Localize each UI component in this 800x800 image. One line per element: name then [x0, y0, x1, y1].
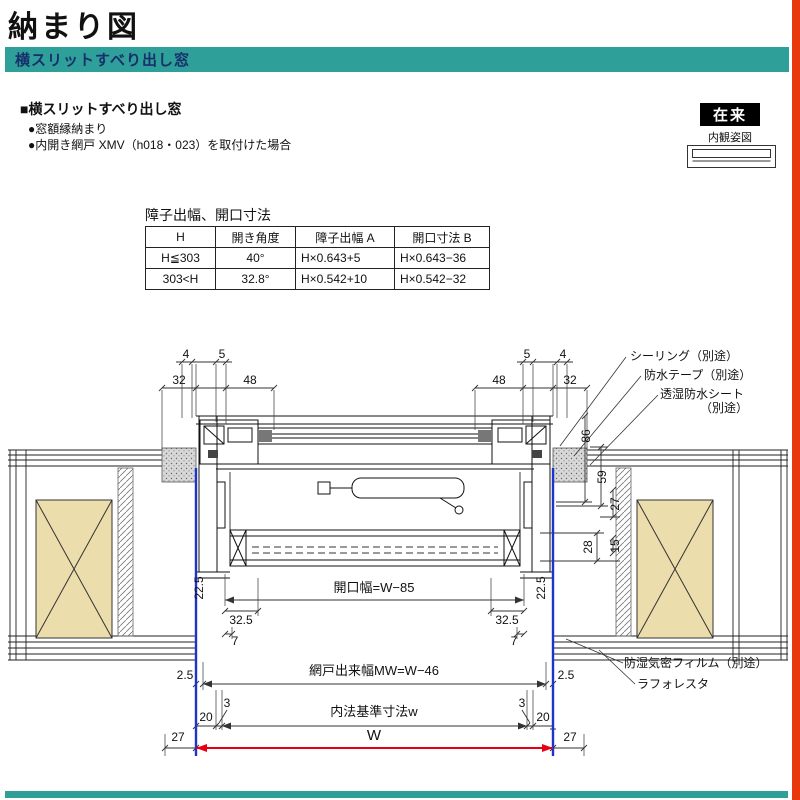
- callout-sealing: シーリング（別途）: [630, 348, 738, 363]
- dim-48-right: 48: [492, 373, 506, 387]
- callout-laforesta: ラフォレスタ: [637, 677, 709, 691]
- interior-board-right: [615, 467, 632, 637]
- col-header-sash-width: 障子出幅 A: [295, 226, 395, 248]
- dim-28: 28: [581, 540, 595, 554]
- dim-4-right: 4: [560, 347, 567, 361]
- dim-32-left: 32: [172, 373, 186, 387]
- dim-48-left: 48: [243, 373, 257, 387]
- jamb-right: [531, 415, 551, 573]
- dim-32-5-left: 32.5: [229, 613, 253, 627]
- col-header-h: H: [145, 226, 216, 248]
- col-header-opening: 開口寸法 B: [394, 226, 490, 248]
- dim-20-right: 20: [536, 710, 550, 724]
- frame-gaskets: [208, 430, 542, 458]
- screen-mesh-centerline: [252, 546, 498, 554]
- callout-leaders: [559, 356, 659, 685]
- dim-22-5-left: 22.5: [192, 576, 206, 600]
- interior-view-caption: 内観姿図: [708, 132, 752, 144]
- dim-2-5-right: 2.5: [558, 668, 575, 682]
- cell-sash-formula-1: H×0.643+5: [295, 247, 395, 269]
- callout-waterproof-tape: 防水テープ（別途）: [644, 367, 751, 382]
- dim-59: 59: [595, 470, 609, 484]
- section-heading: ■横スリットすべり出し窓: [20, 101, 182, 117]
- bullet-frame-note: ●窓額縁納まり: [28, 122, 108, 136]
- dim-32-right: 32: [563, 373, 577, 387]
- opening-width-label: 開口幅=W−85: [334, 580, 415, 595]
- dim-22-5-right: 22.5: [534, 576, 548, 600]
- dim-w-label: W: [367, 727, 382, 744]
- glazing-slit: [257, 427, 493, 445]
- wood-studs: [35, 499, 714, 639]
- cell-sash-formula-2: H×0.542+10: [295, 268, 395, 290]
- w-dimension-arrowheads: [196, 744, 553, 752]
- spec-row-2: 303<H 32.8° H×0.542+10 H×0.542−32: [145, 268, 490, 290]
- cell-opening-formula-1: H×0.643−36: [394, 247, 490, 269]
- inner-width-label: 内法基準寸法w: [330, 704, 418, 719]
- subtitle-text: 横スリットすべり出し窓: [15, 52, 190, 69]
- dim-5-right: 5: [524, 347, 531, 361]
- spec-header-row: H 開き角度 障子出幅 A 開口寸法 B: [145, 226, 490, 248]
- spec-row-1: H≦303 40° H×0.643+5 H×0.643−36: [145, 247, 490, 269]
- construction-type-badge: 在来: [700, 103, 760, 126]
- bottom-accent-bar: [5, 791, 788, 798]
- dim-27-bottom-left: 27: [171, 730, 185, 744]
- dim-7-right: 7: [511, 634, 518, 648]
- bullet-screen-note: ●内開き網戸 XMV（h018・023）を取付けた場合: [28, 138, 292, 152]
- subtitle-bar: 横スリットすべり出し窓: [5, 47, 789, 72]
- dimension-lines: [158, 358, 620, 752]
- callout-breathable-sheet-line2: （別途）: [700, 400, 748, 415]
- page-title: 納まり図: [8, 2, 152, 53]
- callout-labels: シーリング（別途） 防水テープ（別途） 透湿防水シート （別途） 防湿気密フィル…: [624, 348, 768, 691]
- cell-h-range-1: H≦303: [145, 247, 216, 269]
- dim-27-vertical: 27: [608, 497, 622, 511]
- callout-breathable-sheet-line1: 透湿防水シート: [660, 386, 744, 401]
- backup-block-right: [552, 447, 588, 483]
- window-frame-profile: [196, 415, 553, 579]
- dim-4-left: 4: [183, 347, 190, 361]
- backup-block-left: [161, 447, 197, 483]
- dim-86: 86: [579, 429, 593, 443]
- right-edge-accent-stripe: [792, 0, 800, 800]
- dimension-arrowheads: [203, 596, 546, 730]
- screen-width-label: 網戸出来幅MW=W−46: [309, 663, 439, 678]
- cell-opening-formula-2: H×0.542−32: [394, 268, 490, 290]
- jamb-left: [198, 415, 218, 573]
- dim-20-left: 20: [199, 710, 213, 724]
- cross-section-drawing: 4 5 32 48 5 4 48 32 86 59 27 28 15 22.5 …: [8, 347, 788, 756]
- interior-board-left: [117, 467, 134, 637]
- dim-5-left: 5: [219, 347, 226, 361]
- dim-2-5-left: 2.5: [177, 668, 194, 682]
- dim-32-5-right: 32.5: [495, 613, 519, 627]
- spec-table-title: 障子出幅、開口寸法: [145, 207, 271, 223]
- cell-angle-2: 32.8°: [215, 268, 296, 290]
- dim-7-left: 7: [232, 634, 239, 648]
- cell-angle-1: 40°: [215, 247, 296, 269]
- callout-vapor-barrier-film: 防湿気密フィルム（別途）: [624, 655, 768, 670]
- dim-27-bottom-right: 27: [563, 730, 577, 744]
- dim-3-right: 3: [519, 696, 526, 710]
- interior-view-diagram: [687, 145, 776, 168]
- operator-handle: [351, 477, 465, 499]
- interior-view-frame: [687, 145, 776, 168]
- extension-lines: [161, 364, 588, 756]
- col-header-angle: 開き角度: [215, 226, 296, 248]
- dim-15: 15: [608, 539, 622, 553]
- screen-frame: [230, 529, 520, 567]
- cell-h-range-2: 303<H: [145, 268, 216, 290]
- dim-3-left: 3: [224, 696, 231, 710]
- dimension-labels: 4 5 32 48 5 4 48 32 86 59 27 28 15 22.5 …: [171, 347, 622, 744]
- spec-table: H 開き角度 障子出幅 A 開口寸法 B H≦303 40° H×0.643+5…: [145, 226, 490, 290]
